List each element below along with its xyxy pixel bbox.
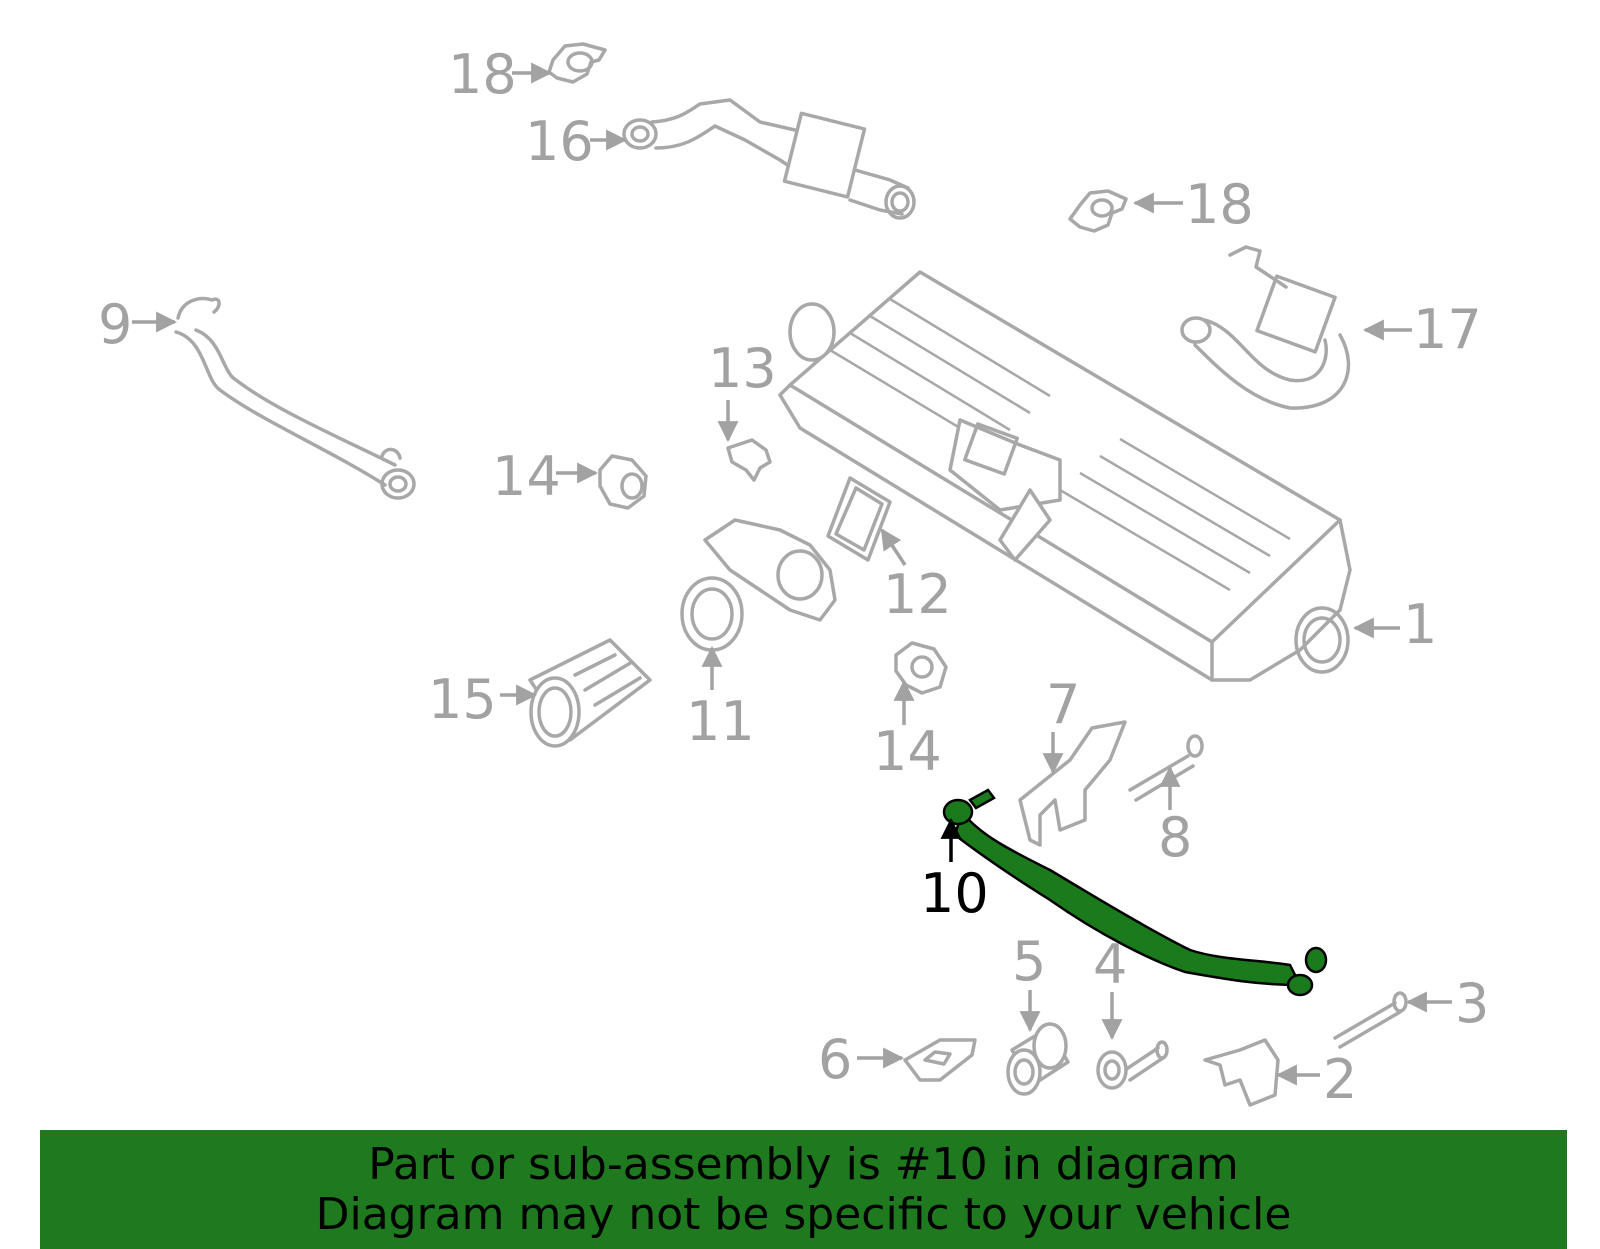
- callout-15: 15: [428, 668, 497, 731]
- callout-8: 8: [1158, 806, 1192, 869]
- part-9-hose[interactable]: [174, 296, 416, 500]
- part-2-bracket[interactable]: [1203, 1038, 1280, 1107]
- part-15-coupler[interactable]: [528, 638, 652, 748]
- callout-1: 1: [1403, 593, 1437, 656]
- part-4-bolt[interactable]: [1096, 1040, 1169, 1090]
- callout-7: 7: [1046, 673, 1080, 736]
- part-6-clip[interactable]: [903, 1038, 977, 1082]
- part-5-bushing[interactable]: [1006, 1022, 1070, 1096]
- callout-13: 13: [708, 337, 777, 400]
- callout-3: 3: [1455, 972, 1489, 1035]
- callout-10: 10: [920, 862, 989, 925]
- part-8-bolt[interactable]: [1128, 734, 1204, 802]
- callout-18-top: 18: [448, 43, 517, 106]
- callout-5: 5: [1012, 930, 1046, 993]
- info-banner: Part or sub-assembly is #10 in diagram D…: [40, 1130, 1567, 1249]
- part-18-clip-top[interactable]: [547, 42, 607, 84]
- part-12-gasket[interactable]: [826, 476, 892, 562]
- callout-14-lower: 14: [873, 720, 942, 783]
- part-16-hose-valve[interactable]: [622, 98, 916, 220]
- callout-12: 12: [883, 563, 952, 626]
- banner-line-2: Diagram may not be specific to your vehi…: [315, 1189, 1292, 1240]
- callout-6: 6: [818, 1028, 852, 1091]
- banner-line-1: Part or sub-assembly is #10 in diagram: [368, 1139, 1239, 1190]
- callout-11: 11: [686, 690, 755, 753]
- callout-2: 2: [1323, 1048, 1357, 1111]
- part-10-hose-highlighted[interactable]: [942, 788, 1328, 997]
- callout-18-right: 18: [1185, 173, 1254, 236]
- part-1-intercooler[interactable]: [778, 270, 1352, 682]
- part-14-sensor-lower[interactable]: [894, 641, 948, 695]
- callout-14-upper: 14: [492, 445, 561, 508]
- part-14-sensor-upper[interactable]: [598, 454, 648, 510]
- callout-9: 9: [98, 293, 132, 356]
- callout-16: 16: [525, 110, 594, 173]
- part-7-bracket[interactable]: [1018, 720, 1127, 847]
- part-11-throttle-body[interactable]: [680, 518, 837, 652]
- part-3-bolt[interactable]: [1333, 991, 1408, 1049]
- part-18-clip-right[interactable]: [1068, 189, 1128, 233]
- callout-4: 4: [1093, 933, 1127, 996]
- part-17-hose-valve[interactable]: [1180, 245, 1351, 410]
- leader-lines: [132, 62, 1452, 1086]
- part-13-clip[interactable]: [726, 438, 772, 482]
- callout-17: 17: [1413, 298, 1482, 361]
